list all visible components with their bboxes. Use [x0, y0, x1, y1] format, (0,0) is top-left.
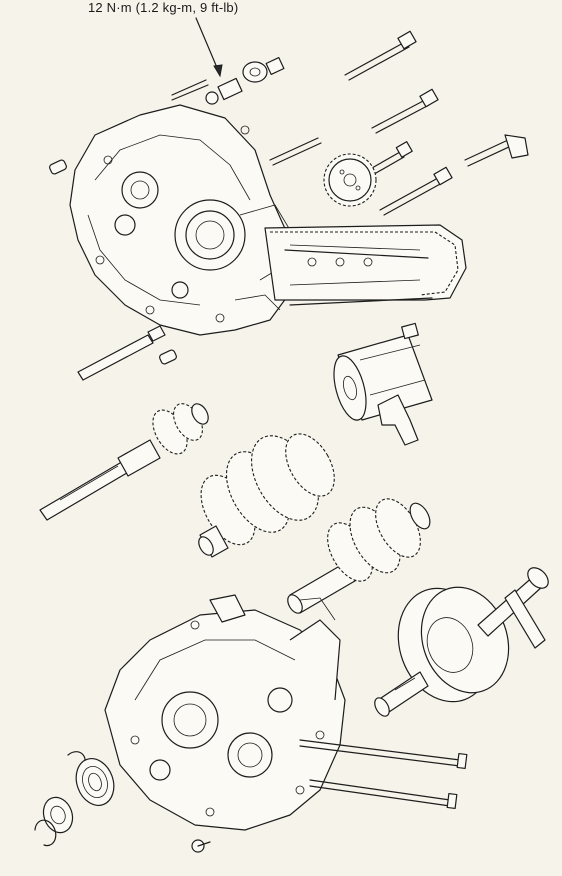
drain-bolt — [191, 839, 211, 853]
gearshift-spindle — [77, 325, 166, 381]
torque-spec-label: 12 N·m (1.2 kg-m, 9 ft-lb) — [88, 0, 239, 15]
spring-seat — [42, 796, 74, 834]
return-spring — [67, 751, 115, 806]
mainshaft — [39, 403, 209, 521]
crankshaft — [374, 567, 549, 717]
crankcase-studs — [299, 739, 468, 810]
dowel-pin-lower — [159, 349, 177, 365]
countershaft — [287, 498, 431, 614]
left-crankcase — [69, 104, 293, 336]
stud-bolts — [171, 30, 529, 216]
oil-filter-cap-assembly — [205, 57, 285, 105]
cam-sprocket — [323, 153, 377, 207]
right-crankcase — [104, 594, 346, 831]
gearshift-drum — [333, 322, 433, 421]
cam-chain — [264, 224, 467, 306]
torque-leader-arrow — [213, 64, 223, 78]
shift-fork — [377, 394, 419, 446]
dowel-pin-upper — [49, 159, 67, 175]
torque-leader-line — [195, 17, 219, 71]
circlip — [34, 819, 57, 847]
countershaft-gear-cluster — [198, 433, 335, 558]
